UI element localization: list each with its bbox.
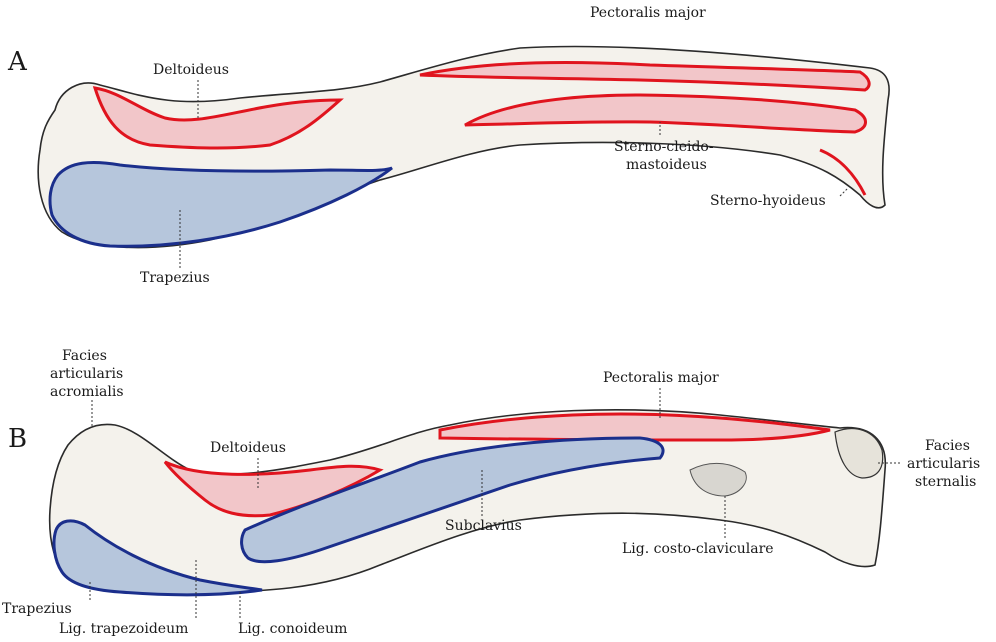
pectoralis-major-a-muscle	[419, 60, 871, 92]
label-b-deltoideus: Deltoideus	[210, 440, 286, 456]
panel-b-letter: B	[8, 424, 27, 454]
label-b-lig-conoideum: Lig. conoideum	[238, 621, 347, 637]
label-b-subclavius: Subclavius	[445, 518, 522, 534]
label-b-facies-stern-1: Facies	[925, 438, 970, 454]
label-b-lig-trapezoideum: Lig. trapezoideum	[59, 621, 188, 637]
label-b-facies-acrom-2: articularis	[50, 366, 123, 382]
panel-b: B Facies articularis acromialis Pectoral…	[2, 348, 980, 637]
label-b-facies-stern-2: articularis	[907, 456, 980, 472]
sterno-hyoideus-a-line	[819, 148, 867, 196]
label-b-facies-acrom-3: acromialis	[50, 384, 124, 400]
panel-a-letter: A	[7, 47, 28, 77]
label-a-trapezius: Trapezius	[140, 270, 210, 286]
trapezius-a-muscle	[48, 160, 393, 248]
label-a-sterno-cleido-1: Sterno-cleido-	[614, 139, 714, 155]
deltoideus-a-muscle	[92, 86, 344, 150]
panel-a: A Deltoideus Pectoralis major Sterno-cle…	[7, 5, 890, 286]
label-b-facies-acrom-1: Facies	[62, 348, 107, 364]
label-b-pectoralis-major: Pectoralis major	[603, 370, 719, 386]
label-b-facies-stern-3: sternalis	[915, 474, 976, 490]
sterno-cleido-mastoideus-a-muscle	[464, 93, 867, 134]
subclavius-b-muscle	[240, 436, 665, 564]
trapezius-b-muscle	[52, 519, 263, 597]
label-b-trapezius: Trapezius	[2, 601, 72, 617]
label-a-pectoralis-major: Pectoralis major	[590, 5, 706, 21]
label-a-sterno-cleido-2: mastoideus	[626, 157, 707, 173]
deltoideus-b-muscle	[163, 460, 384, 518]
label-b-lig-costo-claviculare: Lig. costo-claviculare	[622, 541, 774, 557]
facies-sternalis-area	[834, 428, 884, 479]
lig-costo-claviculare-area	[689, 463, 747, 497]
label-a-sterno-hyoideus: Sterno-hyoideus	[710, 193, 826, 209]
label-a-deltoideus: Deltoideus	[153, 62, 229, 78]
